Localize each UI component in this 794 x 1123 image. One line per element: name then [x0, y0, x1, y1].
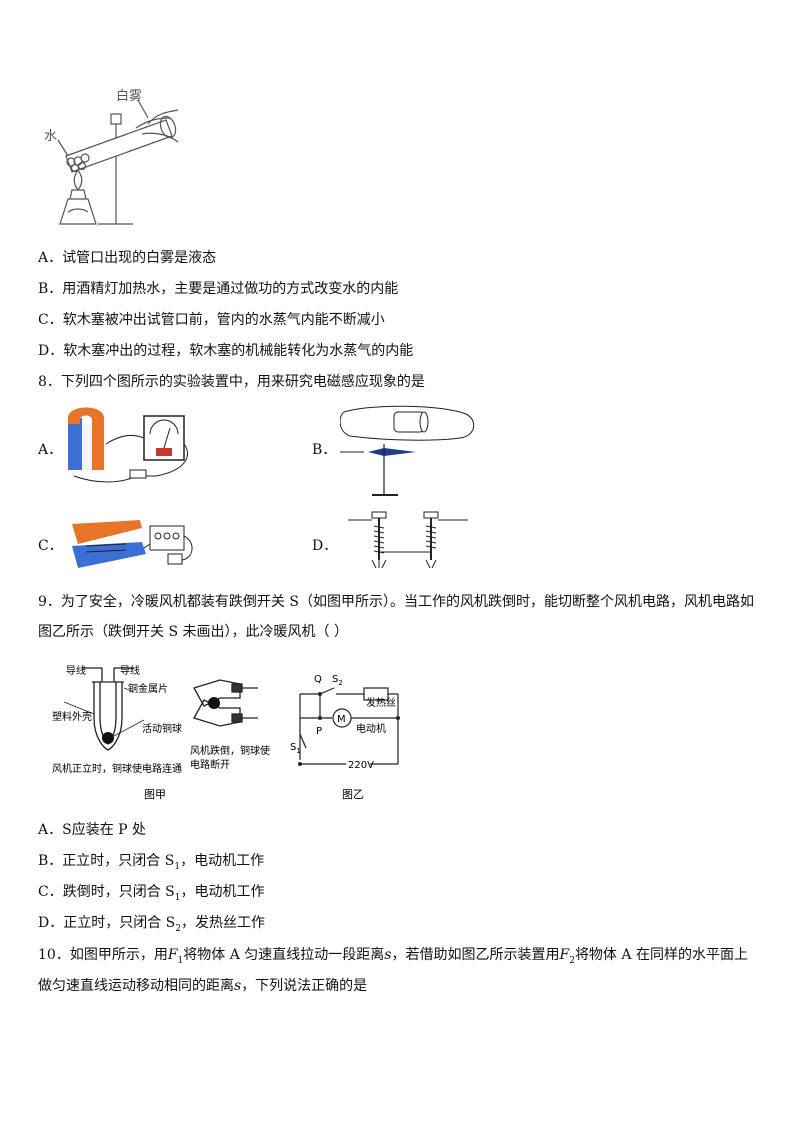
q9-stem-line1: 9．为了安全，冷暖风机都装有跌倒开关 S（如图甲所示）。当工作的风机跌倒时，能切…: [38, 594, 754, 610]
jia-fallen-caption-1: 风机跌倒，铜球使: [190, 744, 270, 757]
jia-fallen-caption-2: 电路断开: [190, 758, 230, 771]
jia-copper-sheet-label: 铜金属片: [128, 682, 168, 695]
jia-wire1-label: 导线: [66, 664, 86, 677]
q8-stem: 8．下列四个图所示的实验装置中，用来研究电磁感应现象的是: [38, 374, 425, 390]
yi-voltage-label: 220V: [348, 760, 374, 771]
q8-figure-b: [340, 405, 475, 496]
fan-circuit-figure-yi: Q S2 发热丝 P M 电动机 S1 220V 图乙: [290, 674, 400, 801]
fog-label: 白雾: [116, 88, 142, 104]
q8-label-c: C．: [38, 538, 63, 554]
yi-motor-symbol: M: [337, 714, 346, 725]
fan-switch-figure-jia: 导线 导线 铜金属片 塑料外壳 活动铜球 风机正立时，铜球使电路连通 风机跌倒，…: [52, 664, 270, 801]
yi-heater-label: 发热丝: [366, 696, 396, 709]
q10-stem-line1: 10．如图甲所示，用F1将物体 A 匀速直线拉动一段距离s，若借助如图乙所示装置…: [38, 947, 748, 966]
q7-option-a: A．试管口出现的白雾是液态: [38, 250, 217, 266]
q8-label-d: D．: [312, 538, 338, 554]
test-tube-figure: 水 白雾: [44, 88, 179, 225]
q8-label-b: B．: [312, 442, 337, 458]
jia-upright-caption: 风机正立时，铜球使电路连通: [52, 762, 182, 775]
yi-s2-label: S2: [332, 674, 343, 687]
q9-stem-line2: 图乙所示（跌倒开关 S 未画出），此冷暖风机（ ）: [38, 624, 348, 640]
jia-ball-label: 活动铜球: [142, 722, 182, 735]
yi-q-label: Q: [314, 674, 322, 685]
yi-p-label: P: [316, 726, 322, 737]
jia-wire2-label: 导线: [120, 664, 140, 677]
q8-figure-a: [68, 407, 188, 483]
jia-caption: 图甲: [144, 788, 166, 801]
q7-option-c: C．软木塞被冲出试管口前，管内的水蒸气内能不断减小: [38, 312, 385, 328]
q8-figure-c: [72, 520, 193, 568]
q10-stem-line2: 做匀速直线运动移动相同的距离s，下列说法正确的是: [38, 978, 368, 994]
q9-option-b: B．正立时，只闭合 S1，电动机工作: [38, 853, 265, 872]
q9-option-a: A．S应装在 P 处: [38, 822, 147, 838]
q8-figure-d: [348, 511, 468, 569]
water-label: 水: [44, 129, 57, 144]
q9-option-c: C．跌倒时，只闭合 S1，电动机工作: [38, 884, 265, 903]
yi-s1-label: S1: [290, 742, 301, 755]
yi-caption: 图乙: [342, 788, 364, 801]
q7-option-d: D．软木塞冲出的过程，软木塞的机械能转化为水蒸气的内能: [38, 343, 414, 359]
q8-label-a: A．: [38, 442, 63, 458]
jia-shell-label: 塑料外壳: [52, 710, 92, 723]
q7-option-b: B．用酒精灯加热水，主要是通过做功的方式改变水的内能: [38, 281, 399, 297]
yi-motor-label: 电动机: [356, 722, 386, 735]
q9-option-d: D．正立时，只闭合 S2，发热丝工作: [38, 915, 265, 934]
